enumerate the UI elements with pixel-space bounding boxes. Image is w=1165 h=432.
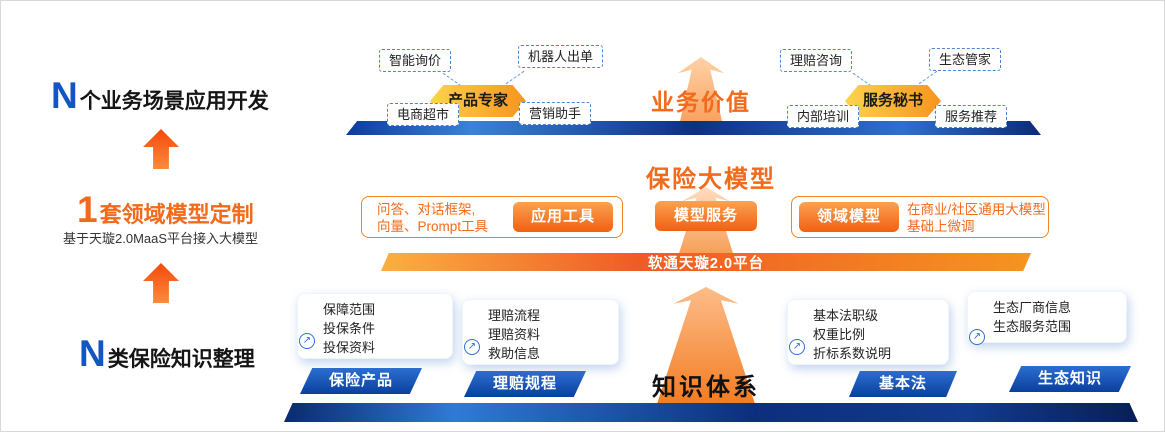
model-layer-title: 保险大模型 [646, 166, 776, 193]
app-tools-label: 应用工具 [513, 202, 613, 232]
domain-model-line2: 基础上微调 [907, 219, 975, 234]
knowledge-layer-title: 知识体系 [652, 374, 760, 401]
dashed-connector [918, 70, 938, 85]
knowledge-item: 权重比例 [813, 327, 866, 342]
app-tools-description: 问答、对话框架, 向量、Prompt工具 [377, 201, 488, 235]
value-item: 机器人出单 [518, 45, 604, 68]
left-label-knowledge-text: 类保险知识整理 [107, 348, 255, 371]
knowledge-card-items: 基本法职级 权重比例 折标系数说明 [813, 306, 891, 363]
left-label-model-custom: 1套领域模型定制 [77, 189, 254, 231]
knowledge-item: 理赔流程 [488, 308, 541, 323]
circle-arrow-icon: ↗ [299, 333, 315, 349]
knowledge-item: 投保资料 [323, 340, 376, 355]
knowledge-item: 折标系数说明 [813, 346, 892, 361]
domain-model-line1: 在商业/社区通用大模型 [907, 202, 1046, 217]
knowledge-item: 理赔资料 [488, 327, 541, 342]
value-item: 电商超市 [387, 103, 460, 126]
knowledge-card-basic-law [787, 299, 949, 365]
big-n: N [51, 75, 78, 116]
value-item: 理赔咨询 [780, 49, 853, 72]
dashed-connector [442, 72, 462, 87]
big-one: 1 [77, 189, 98, 230]
hexagon-service-secretary: 服务秘书 [845, 85, 941, 117]
knowledge-tag-claims-procedures: 理赔规程 [464, 371, 586, 397]
knowledge-card-ecosystem [967, 291, 1127, 343]
big-n: N [79, 333, 106, 374]
left-label-subtitle: 基于天璇2.0MaaS平台接入大模型 [63, 231, 259, 246]
circle-arrow-icon: ↗ [969, 329, 985, 345]
circle-arrow-icon: ↗ [789, 339, 805, 355]
knowledge-card-insurance-products [297, 293, 453, 359]
value-item: 智能询价 [379, 49, 452, 72]
knowledge-card-items: 保障范围 投保条件 投保资料 [323, 300, 375, 357]
left-label-app-dev: N个业务场景应用开发 [51, 75, 269, 117]
up-arrow-icon [143, 129, 179, 169]
platform-bar-label: 软通天璇2.0平台 [647, 255, 765, 272]
knowledge-tag-insurance-products: 保险产品 [300, 368, 422, 394]
knowledge-item: 救助信息 [488, 346, 541, 361]
knowledge-card-claims-procedures [462, 299, 619, 365]
left-label-model-custom-text: 套领域模型定制 [99, 202, 254, 227]
platform-bar: 软通天璇2.0平台 [381, 253, 1031, 271]
knowledge-tag-ecosystem: 生态知识 [1009, 366, 1131, 392]
app-tools-line1: 问答、对话框架, [377, 202, 476, 217]
knowledge-item: 投保条件 [323, 321, 376, 336]
app-tools-line2: 向量、Prompt工具 [377, 219, 489, 234]
value-item: 内部培训 [787, 105, 860, 128]
knowledge-item: 基本法职级 [813, 308, 879, 323]
knowledge-item: 生态服务范围 [993, 319, 1072, 334]
circle-arrow-icon: ↗ [464, 339, 480, 355]
knowledge-tag-basic-law: 基本法 [849, 371, 957, 397]
up-arrow-icon [143, 263, 179, 303]
knowledge-item: 生态厂商信息 [993, 300, 1072, 315]
knowledge-layer-bar [284, 403, 1138, 422]
value-item: 营销助手 [519, 102, 592, 125]
value-item: 生态管家 [929, 48, 1002, 71]
left-label-knowledge: N类保险知识整理 [79, 333, 255, 375]
knowledge-card-items: 理赔流程 理赔资料 救助信息 [488, 306, 540, 363]
domain-model-label: 领域模型 [799, 202, 899, 232]
knowledge-card-items: 生态厂商信息 生态服务范围 [993, 298, 1071, 336]
value-layer-title: 业务价值 [651, 89, 751, 115]
dashed-connector [505, 70, 525, 85]
model-service-label: 模型服务 [655, 201, 757, 231]
value-item: 服务推荐 [935, 105, 1008, 128]
dashed-connector [852, 72, 872, 87]
domain-model-description: 在商业/社区通用大模型 基础上微调 [907, 201, 1046, 235]
knowledge-item: 保障范围 [323, 302, 376, 317]
left-label-app-dev-text: 个业务场景应用开发 [79, 90, 269, 113]
